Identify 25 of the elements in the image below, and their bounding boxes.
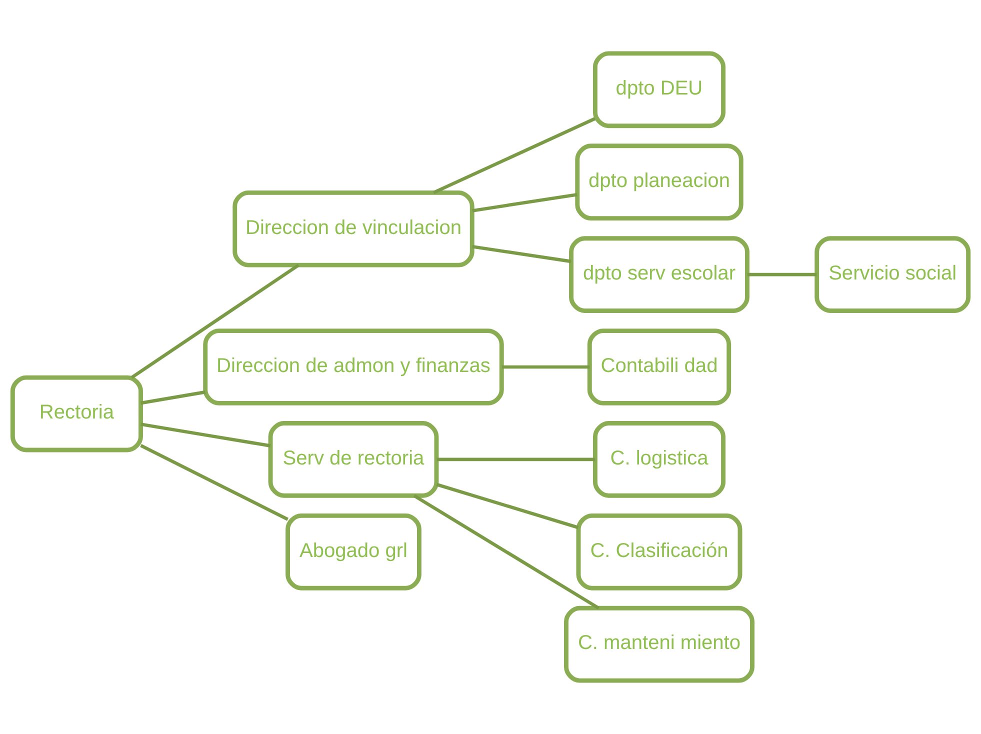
node-box: dpto planeacion	[575, 144, 744, 221]
node-box: C. manteni miento	[564, 606, 754, 683]
connector	[140, 422, 271, 448]
node-box: Rectoria	[10, 375, 143, 452]
connector	[130, 264, 300, 379]
node-box: Servicio social	[814, 236, 971, 313]
node-box: Direccion de admon y finanzas	[203, 328, 504, 406]
node-box: dpto serv escolar	[569, 236, 750, 313]
connector	[413, 494, 600, 610]
node-box: Direccion de vinculacion	[232, 190, 474, 268]
connector	[140, 444, 289, 521]
node-box: Serv de rectoria	[268, 421, 439, 498]
node-box: C. logistica	[592, 421, 726, 498]
node-box: C. Clasificación	[576, 513, 742, 590]
connector	[436, 482, 579, 530]
connector	[747, 272, 817, 276]
connector	[432, 117, 596, 194]
node-box: Contabili dad	[587, 328, 732, 406]
connector	[502, 365, 590, 369]
connector	[140, 390, 206, 405]
connector	[472, 192, 578, 212]
connector	[472, 244, 572, 264]
node-box: Abogado grl	[286, 513, 422, 590]
node-box: dpto DEU	[592, 51, 726, 128]
connector	[436, 458, 596, 462]
